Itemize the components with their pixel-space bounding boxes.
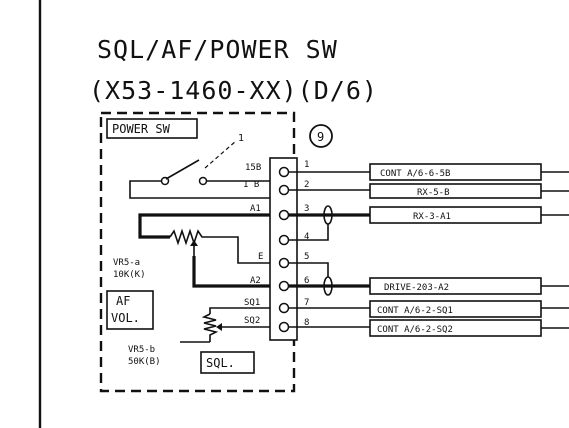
wire-a2-thick (192, 256, 270, 288)
dest-box-pin-2 (369, 183, 542, 199)
terminal-pin-6 (278, 280, 290, 292)
switch-contact-number: 1 (238, 133, 244, 144)
power-switch-label: POWER SW (112, 122, 171, 136)
vr5a-resistor (169, 228, 212, 246)
shield-wire-3-4 (289, 224, 329, 241)
pin-signal-7: SQ1 (244, 298, 260, 308)
vol-label: VOL. (111, 311, 140, 325)
pin-number-7: 7 (304, 298, 309, 308)
pin-number-6: 6 (304, 276, 309, 286)
dest-label-pin-7: CONT A/6-2-SQ1 (377, 306, 453, 316)
vr5b-value: 50K(B) (128, 357, 161, 367)
pin-number-3: 3 (304, 204, 309, 214)
dest-box-pin-7 (369, 300, 542, 318)
terminal-pin-1 (278, 166, 290, 178)
switch-lever-link (204, 140, 237, 169)
terminal-pin-8 (278, 321, 290, 333)
terminal-pin-7 (278, 302, 290, 314)
shield-wire-5-6 (289, 262, 329, 277)
terminal-pin-4 (278, 234, 290, 246)
af-label: AF (116, 294, 130, 308)
control-unit-outline (99, 111, 296, 393)
connector-number: 9 (317, 130, 324, 144)
terminal-pin-3 (278, 209, 290, 221)
terminal-pin-5 (278, 257, 290, 269)
power-switch-label-box (106, 118, 198, 139)
sql-label-box (200, 351, 255, 374)
sql-label: SQL. (206, 356, 235, 370)
diagram-part-number: (X53-1460-XX)(D/6) (89, 76, 378, 105)
dest-box-group-bottom (369, 277, 569, 337)
switch-lever (165, 159, 200, 180)
diagram-title: SQL/AF/POWER SW (97, 35, 338, 64)
vr5b-wiper-arrow (216, 323, 222, 331)
pin-signal-2: 1 B (243, 180, 259, 190)
pin-signal-5: E (258, 252, 263, 262)
vr5a-name: VR5-a (113, 258, 140, 268)
pin-signal-8: SQ2 (244, 316, 260, 326)
vr5a-value: 10K(K) (113, 270, 146, 280)
switch-wire-left (129, 180, 270, 199)
pin-number-2: 2 (304, 180, 309, 190)
dest-box-pin-3 (369, 206, 542, 224)
pin-signal-1: 15B (245, 163, 261, 173)
dest-label-pin-2: RX-5-B (417, 188, 450, 198)
pin-number-8: 8 (304, 318, 309, 328)
dest-label-pin-8: CONT A/6-2-SQ2 (377, 325, 453, 335)
vr5b-name: VR5-b (128, 345, 155, 355)
pin-signal-6: A2 (250, 276, 261, 286)
pin-number-5: 5 (304, 252, 309, 262)
wire-e-to-vr5a (212, 236, 270, 264)
vr5b-resistor (201, 313, 219, 342)
pin-number-4: 4 (304, 232, 309, 242)
dest-label-pin-1: CONT A/6-6-5B (380, 169, 450, 179)
connector-number-circle (309, 124, 333, 148)
wire-sq1 (209, 307, 270, 314)
pin-number-1: 1 (304, 160, 309, 170)
dest-box-group-top (369, 163, 569, 224)
wire-a1-thick (138, 213, 270, 239)
dest-label-pin-3: RX-3-A1 (413, 212, 451, 222)
pin-signal-3: A1 (250, 204, 261, 214)
af-vol-label-box (106, 290, 154, 330)
switch-pivot-right (198, 176, 208, 186)
terminal-pin-2 (278, 184, 290, 196)
vr5a-wiper-arrow (190, 240, 198, 246)
dest-label-pin-6: DRIVE-203-A2 (384, 283, 449, 293)
